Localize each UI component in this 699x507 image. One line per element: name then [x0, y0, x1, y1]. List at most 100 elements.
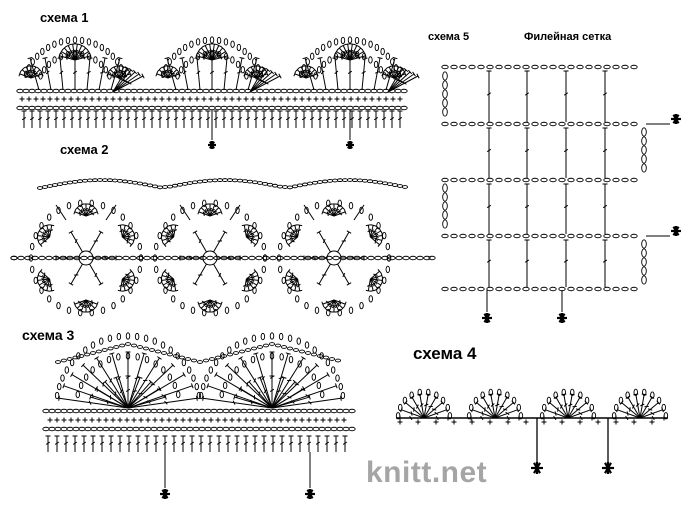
chain-stitch	[298, 105, 306, 111]
chain-stitch	[178, 105, 186, 111]
chain-stitch	[151, 184, 159, 189]
chain-stitch	[296, 183, 304, 188]
chain-stitch	[367, 255, 375, 261]
chain-stitch	[176, 390, 181, 399]
stitch-line	[285, 352, 291, 355]
stitch-line	[286, 242, 291, 247]
chain-stitch	[45, 255, 53, 261]
chain-stitch	[270, 426, 278, 432]
chain-stitch	[612, 286, 620, 292]
stitch-line	[627, 396, 641, 419]
stitch-line	[41, 237, 46, 241]
stitch-line	[285, 282, 289, 288]
stitch-line	[289, 277, 293, 282]
chain-stitch	[497, 388, 502, 397]
stitch-line	[329, 305, 334, 307]
chain-stitch	[214, 105, 222, 111]
stitch-line	[261, 117, 267, 121]
stitch-line	[211, 51, 226, 61]
stitch-line	[370, 283, 374, 288]
chain-stitch	[171, 183, 179, 188]
scheme-4-chart	[395, 388, 669, 474]
stitch-line	[334, 209, 339, 211]
stitch-line	[207, 385, 273, 409]
stitch-line	[94, 386, 98, 391]
stitch-line	[102, 57, 108, 59]
chain-stitch	[119, 343, 126, 348]
stitch-line	[358, 46, 363, 51]
chain-stitch	[111, 301, 116, 310]
stitch-line	[86, 57, 91, 91]
stitch-line	[249, 67, 265, 93]
stitch-line	[155, 71, 159, 77]
chain-stitch	[166, 352, 174, 357]
chain-stitch	[540, 121, 548, 127]
stitch-line	[168, 229, 171, 234]
chain-stitch	[72, 36, 78, 44]
chain-stitch	[162, 408, 170, 414]
stitch-line	[482, 396, 496, 419]
chain-stitch	[561, 388, 566, 397]
stitch-line	[41, 277, 45, 282]
stitch-line	[114, 69, 118, 75]
chain-stitch	[142, 105, 150, 111]
stitch-line	[486, 148, 492, 153]
chain-stitch	[330, 366, 336, 374]
chain-stitch	[28, 105, 36, 111]
stitch-line	[90, 396, 129, 409]
chain-stitch	[108, 426, 116, 432]
stitch-line	[45, 70, 50, 75]
chain-stitch	[396, 184, 404, 188]
stitch-line	[297, 441, 303, 445]
stitch-line	[210, 209, 215, 211]
chain-stitch	[306, 408, 314, 414]
chain-stitch	[51, 183, 59, 187]
chain-stitch	[96, 178, 104, 182]
stitch-line	[132, 273, 136, 279]
stitch-line	[249, 69, 269, 93]
chain-stitch	[262, 88, 270, 94]
chain-stitch	[442, 210, 448, 220]
chain-stitch	[65, 36, 71, 45]
chain-stitch	[78, 199, 83, 207]
stitch-line	[58, 53, 61, 59]
stitch-line	[127, 234, 131, 239]
stitch-line	[238, 356, 243, 360]
chain-stitch	[190, 88, 198, 94]
chain-stitch	[630, 233, 638, 239]
stitch-line	[69, 117, 75, 121]
chain-stitch	[202, 199, 207, 207]
chain-stitch	[148, 105, 156, 111]
stitch-line	[79, 43, 85, 48]
chain-stitch	[603, 233, 611, 239]
chain-stitch	[189, 40, 194, 48]
chain-stitch	[93, 56, 98, 64]
stitch-line	[23, 73, 26, 78]
chain-stitch	[107, 334, 113, 342]
chain-stitch	[287, 286, 292, 294]
stitch-line	[166, 57, 177, 91]
stitch-line	[567, 396, 581, 419]
stitch-line	[486, 259, 492, 263]
chain-stitch	[376, 88, 384, 94]
chain-stitch	[206, 178, 214, 183]
stitch-line	[343, 301, 347, 307]
stitch-line	[112, 75, 144, 93]
stitch-line	[285, 228, 289, 234]
chain-stitch	[553, 391, 558, 399]
chain-stitch	[371, 179, 379, 184]
chain-stitch	[296, 337, 301, 345]
stitch-line	[271, 397, 342, 409]
stitch-line	[86, 49, 91, 54]
stitch-line	[276, 390, 281, 393]
chain-stitch	[252, 222, 257, 230]
chain-stitch	[42, 426, 50, 432]
stitch-line	[127, 277, 131, 282]
chain-stitch	[246, 179, 254, 184]
stitch-line	[83, 207, 89, 212]
stitch-line	[361, 70, 366, 74]
stitch-line	[243, 284, 248, 287]
stitch-line	[340, 205, 345, 210]
stitch-line	[423, 394, 429, 419]
chain-stitch	[137, 242, 143, 251]
